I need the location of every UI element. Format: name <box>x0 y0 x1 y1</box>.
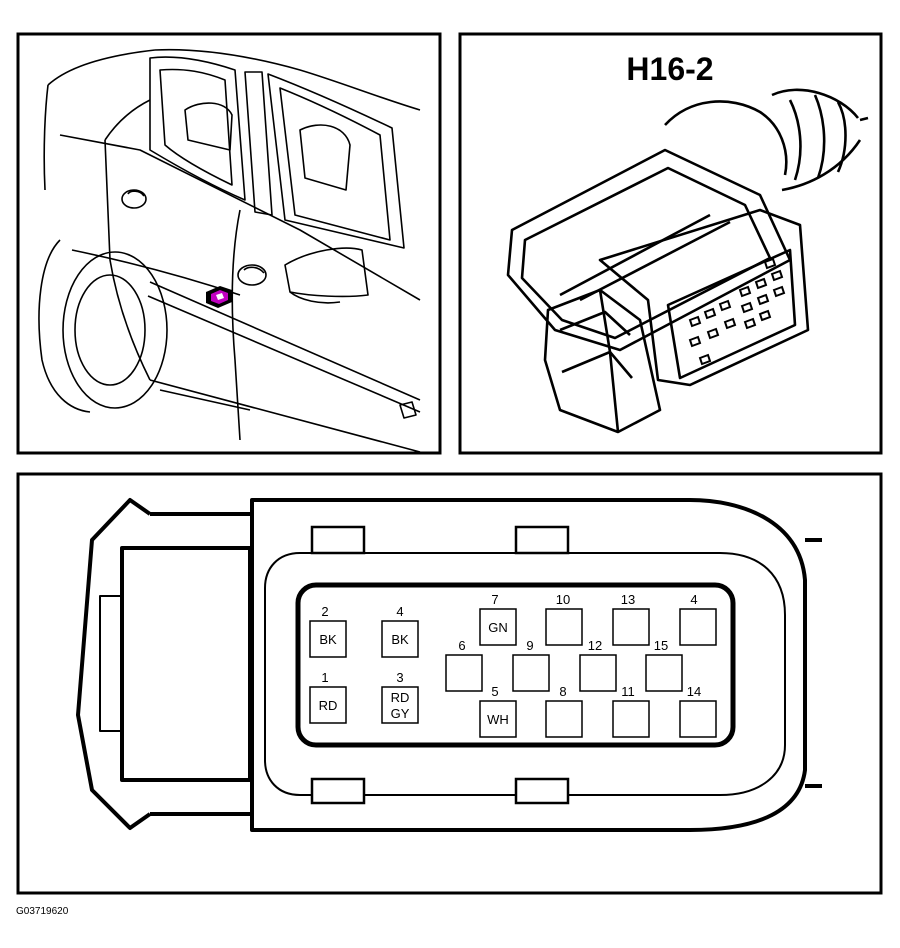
svg-text:RD: RD <box>319 698 338 713</box>
svg-text:7: 7 <box>491 592 498 607</box>
pin-15: 15 <box>645 638 683 692</box>
bottom-left-tab <box>310 777 366 805</box>
svg-text:GN: GN <box>488 620 508 635</box>
pinout-panel: 2 BK 4 BK 1 RD 3 RD GY <box>16 472 883 895</box>
svg-text:14: 14 <box>687 684 701 699</box>
svg-text:5: 5 <box>491 684 498 699</box>
svg-text:GY: GY <box>391 706 410 721</box>
svg-text:WH: WH <box>487 712 509 727</box>
pin-9: 9 <box>512 638 550 692</box>
svg-text:13: 13 <box>621 592 635 607</box>
pin-4-right: 4 <box>679 592 717 646</box>
pin-5: 5 WH <box>479 684 517 738</box>
figure-reference: G03719620 <box>16 906 69 917</box>
pin-3: 3 RD GY <box>381 670 419 724</box>
connector-3d-panel: H16-2 <box>458 32 883 455</box>
connector-id-label: H16-2 <box>626 51 713 87</box>
vehicle-location-panel <box>16 32 442 455</box>
top-left-tab <box>310 525 366 555</box>
svg-text:8: 8 <box>559 684 566 699</box>
pin-8: 8 <box>545 684 583 738</box>
svg-text:15: 15 <box>654 638 668 653</box>
pin-7: 7 GN <box>479 592 517 646</box>
svg-text:2: 2 <box>321 604 328 619</box>
pin-11: 11 <box>612 684 650 738</box>
pin-grid: 2 BK 4 BK 1 RD 3 RD GY <box>309 592 717 738</box>
svg-text:11: 11 <box>621 684 635 699</box>
svg-text:1: 1 <box>321 670 328 685</box>
pin-2: 2 BK <box>309 604 347 658</box>
top-right-tab <box>514 525 570 555</box>
connector-location-icon <box>206 286 232 308</box>
svg-text:6: 6 <box>458 638 465 653</box>
pin-4-left: 4 BK <box>381 604 419 658</box>
svg-text:4: 4 <box>690 592 697 607</box>
pin-6: 6 <box>445 638 483 692</box>
pin-13: 13 <box>612 592 650 646</box>
svg-text:BK: BK <box>319 632 337 647</box>
pin-14: 14 <box>679 684 717 738</box>
svg-text:3: 3 <box>396 670 403 685</box>
svg-text:BK: BK <box>391 632 409 647</box>
svg-text:9: 9 <box>526 638 533 653</box>
svg-text:RD: RD <box>391 690 410 705</box>
svg-text:4: 4 <box>396 604 403 619</box>
bottom-right-tab <box>514 777 570 805</box>
pin-12: 12 <box>579 638 617 692</box>
svg-text:10: 10 <box>556 592 570 607</box>
pin-1: 1 RD <box>309 670 347 724</box>
pin-10: 10 <box>545 592 583 646</box>
svg-text:12: 12 <box>588 638 602 653</box>
